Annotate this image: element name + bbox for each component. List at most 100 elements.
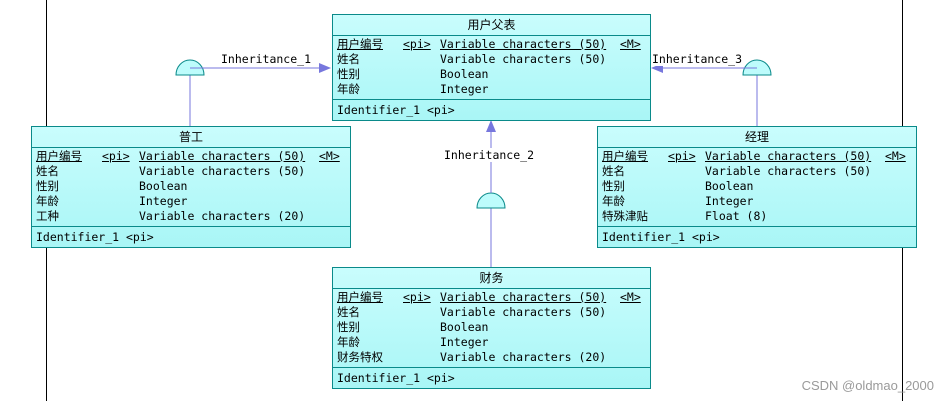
attribute-name: 姓名 — [337, 52, 360, 66]
attribute-row[interactable]: 年龄 Integer — [36, 194, 346, 209]
attribute-flag — [885, 164, 912, 179]
attribute-row[interactable]: 姓名 Variable characters (50) — [337, 305, 646, 320]
attribute-row[interactable]: 性别 Boolean — [337, 67, 646, 82]
attribute-tag — [102, 194, 139, 209]
attribute-name: 性别 — [602, 179, 625, 193]
attribute-flag — [319, 194, 346, 209]
attribute-row[interactable]: 姓名 Variable characters (50) — [337, 52, 646, 67]
attribute-tag — [403, 67, 440, 82]
attribute-name: 姓名 — [337, 305, 360, 319]
identifier: Identifier_1 <pi> — [337, 103, 455, 117]
attribute-row[interactable]: 性别 Boolean — [602, 179, 912, 194]
attribute-row[interactable]: 姓名 Variable characters (50) — [602, 164, 912, 179]
attribute-row[interactable]: 特殊津贴 Float (8) — [602, 209, 912, 224]
attribute-tag — [668, 209, 705, 224]
inheritance-2-symbol — [476, 192, 506, 209]
attribute-flag: <M> — [620, 290, 641, 304]
attribute-row[interactable]: 年龄 Integer — [602, 194, 912, 209]
attribute-name: 姓名 — [602, 164, 625, 178]
attribute-flag — [620, 52, 646, 67]
attribute-tag — [403, 52, 440, 67]
attribute-type: Variable characters (50) — [139, 149, 306, 163]
attribute-type: Boolean — [705, 179, 754, 193]
attribute-tag — [403, 350, 440, 365]
attribute-flag — [620, 67, 646, 82]
attribute-name: 用户编号 — [602, 149, 648, 163]
attribute-type: Float (8) — [705, 209, 768, 223]
identifier: Identifier_1 <pi> — [337, 371, 455, 385]
attribute-flag — [620, 82, 646, 97]
attribute-tag — [668, 179, 705, 194]
attribute-type: Variable characters (50) — [139, 164, 306, 178]
attribute-row[interactable]: 用户编号 <pi> Variable characters (50) <M> — [36, 149, 346, 164]
attribute-tag: <pi> — [102, 149, 130, 163]
attribute-type: Variable characters (20) — [440, 350, 607, 364]
attribute-name: 性别 — [337, 320, 360, 334]
attribute-type: Variable characters (50) — [705, 149, 872, 163]
attribute-tag — [668, 164, 705, 179]
entity-finance[interactable]: 财务 用户编号<pi>Variable characters (50)<M>姓名… — [332, 267, 651, 389]
attribute-type: Boolean — [139, 179, 188, 193]
inheritance-1-label: Inheritance_1 — [221, 52, 312, 66]
attribute-type: Integer — [705, 194, 754, 208]
attribute-flag: <M> — [319, 149, 340, 163]
attribute-flag — [885, 209, 912, 224]
attribute-tag — [403, 82, 440, 97]
inheritance-3-link[interactable] — [651, 59, 772, 126]
attribute-type: Variable characters (50) — [440, 52, 607, 66]
attribute-tag — [403, 335, 440, 350]
attribute-flag — [620, 320, 646, 335]
attribute-flag — [885, 179, 912, 194]
inheritance-1-link[interactable] — [175, 59, 331, 126]
attribute-name: 特殊津贴 — [602, 209, 648, 223]
attribute-type: Boolean — [440, 320, 489, 334]
attribute-name: 性别 — [337, 67, 360, 81]
attribute-type: Variable characters (50) — [440, 305, 607, 319]
attribute-row[interactable]: 用户编号 <pi> Variable characters (50) <M> — [602, 149, 912, 164]
attribute-flag — [620, 335, 646, 350]
attribute-row[interactable]: 财务特权 Variable characters (20) — [337, 350, 646, 365]
attribute-tag: <pi> — [668, 149, 696, 163]
attribute-type: Boolean — [440, 67, 489, 81]
attribute-row[interactable]: 性别 Boolean — [337, 320, 646, 335]
inheritance-2-label: Inheritance_2 — [444, 148, 535, 162]
attribute-type: Integer — [139, 194, 188, 208]
attribute-name: 年龄 — [36, 194, 59, 208]
identifier: Identifier_1 <pi> — [602, 230, 720, 244]
attribute-name: 用户编号 — [337, 290, 383, 304]
attribute-flag — [620, 350, 646, 365]
inheritance-3-label: Inheritance_3 — [652, 52, 743, 66]
attribute-flag — [620, 305, 646, 320]
attribute-flag: <M> — [620, 37, 641, 51]
entity-title: 财务 — [333, 268, 650, 289]
attribute-type: Variable characters (50) — [705, 164, 872, 178]
entity-manager[interactable]: 经理 用户编号<pi>Variable characters (50)<M>姓名… — [597, 126, 917, 248]
attribute-flag — [319, 164, 346, 179]
attribute-tag — [403, 305, 440, 320]
attribute-row[interactable]: 用户编号<pi>Variable characters (50)<M> — [337, 290, 646, 305]
entity-title: 普工 — [32, 127, 350, 148]
attribute-name: 年龄 — [602, 194, 625, 208]
entity-title: 经理 — [598, 127, 916, 148]
entity-user-parent[interactable]: 用户父表 用户编号<pi>Variable characters (50)<M>… — [332, 14, 651, 121]
attribute-row[interactable]: 用户编号<pi>Variable characters (50)<M> — [337, 37, 646, 52]
attribute-tag — [102, 179, 139, 194]
attribute-flag — [885, 194, 912, 209]
entity-worker[interactable]: 普工 用户编号 <pi> Variable characters (50) <M>姓名… — [31, 126, 351, 248]
attribute-type: Variable characters (50) — [440, 37, 607, 51]
attribute-name: 工种 — [36, 209, 59, 223]
attribute-type: Integer — [440, 82, 489, 96]
attribute-flag — [319, 209, 346, 224]
attribute-name: 财务特权 — [337, 350, 383, 364]
attribute-flag: <M> — [885, 149, 906, 163]
inheritance-2-link[interactable] — [476, 120, 506, 267]
attribute-tag — [102, 209, 139, 224]
attribute-name: 用户编号 — [36, 149, 82, 163]
